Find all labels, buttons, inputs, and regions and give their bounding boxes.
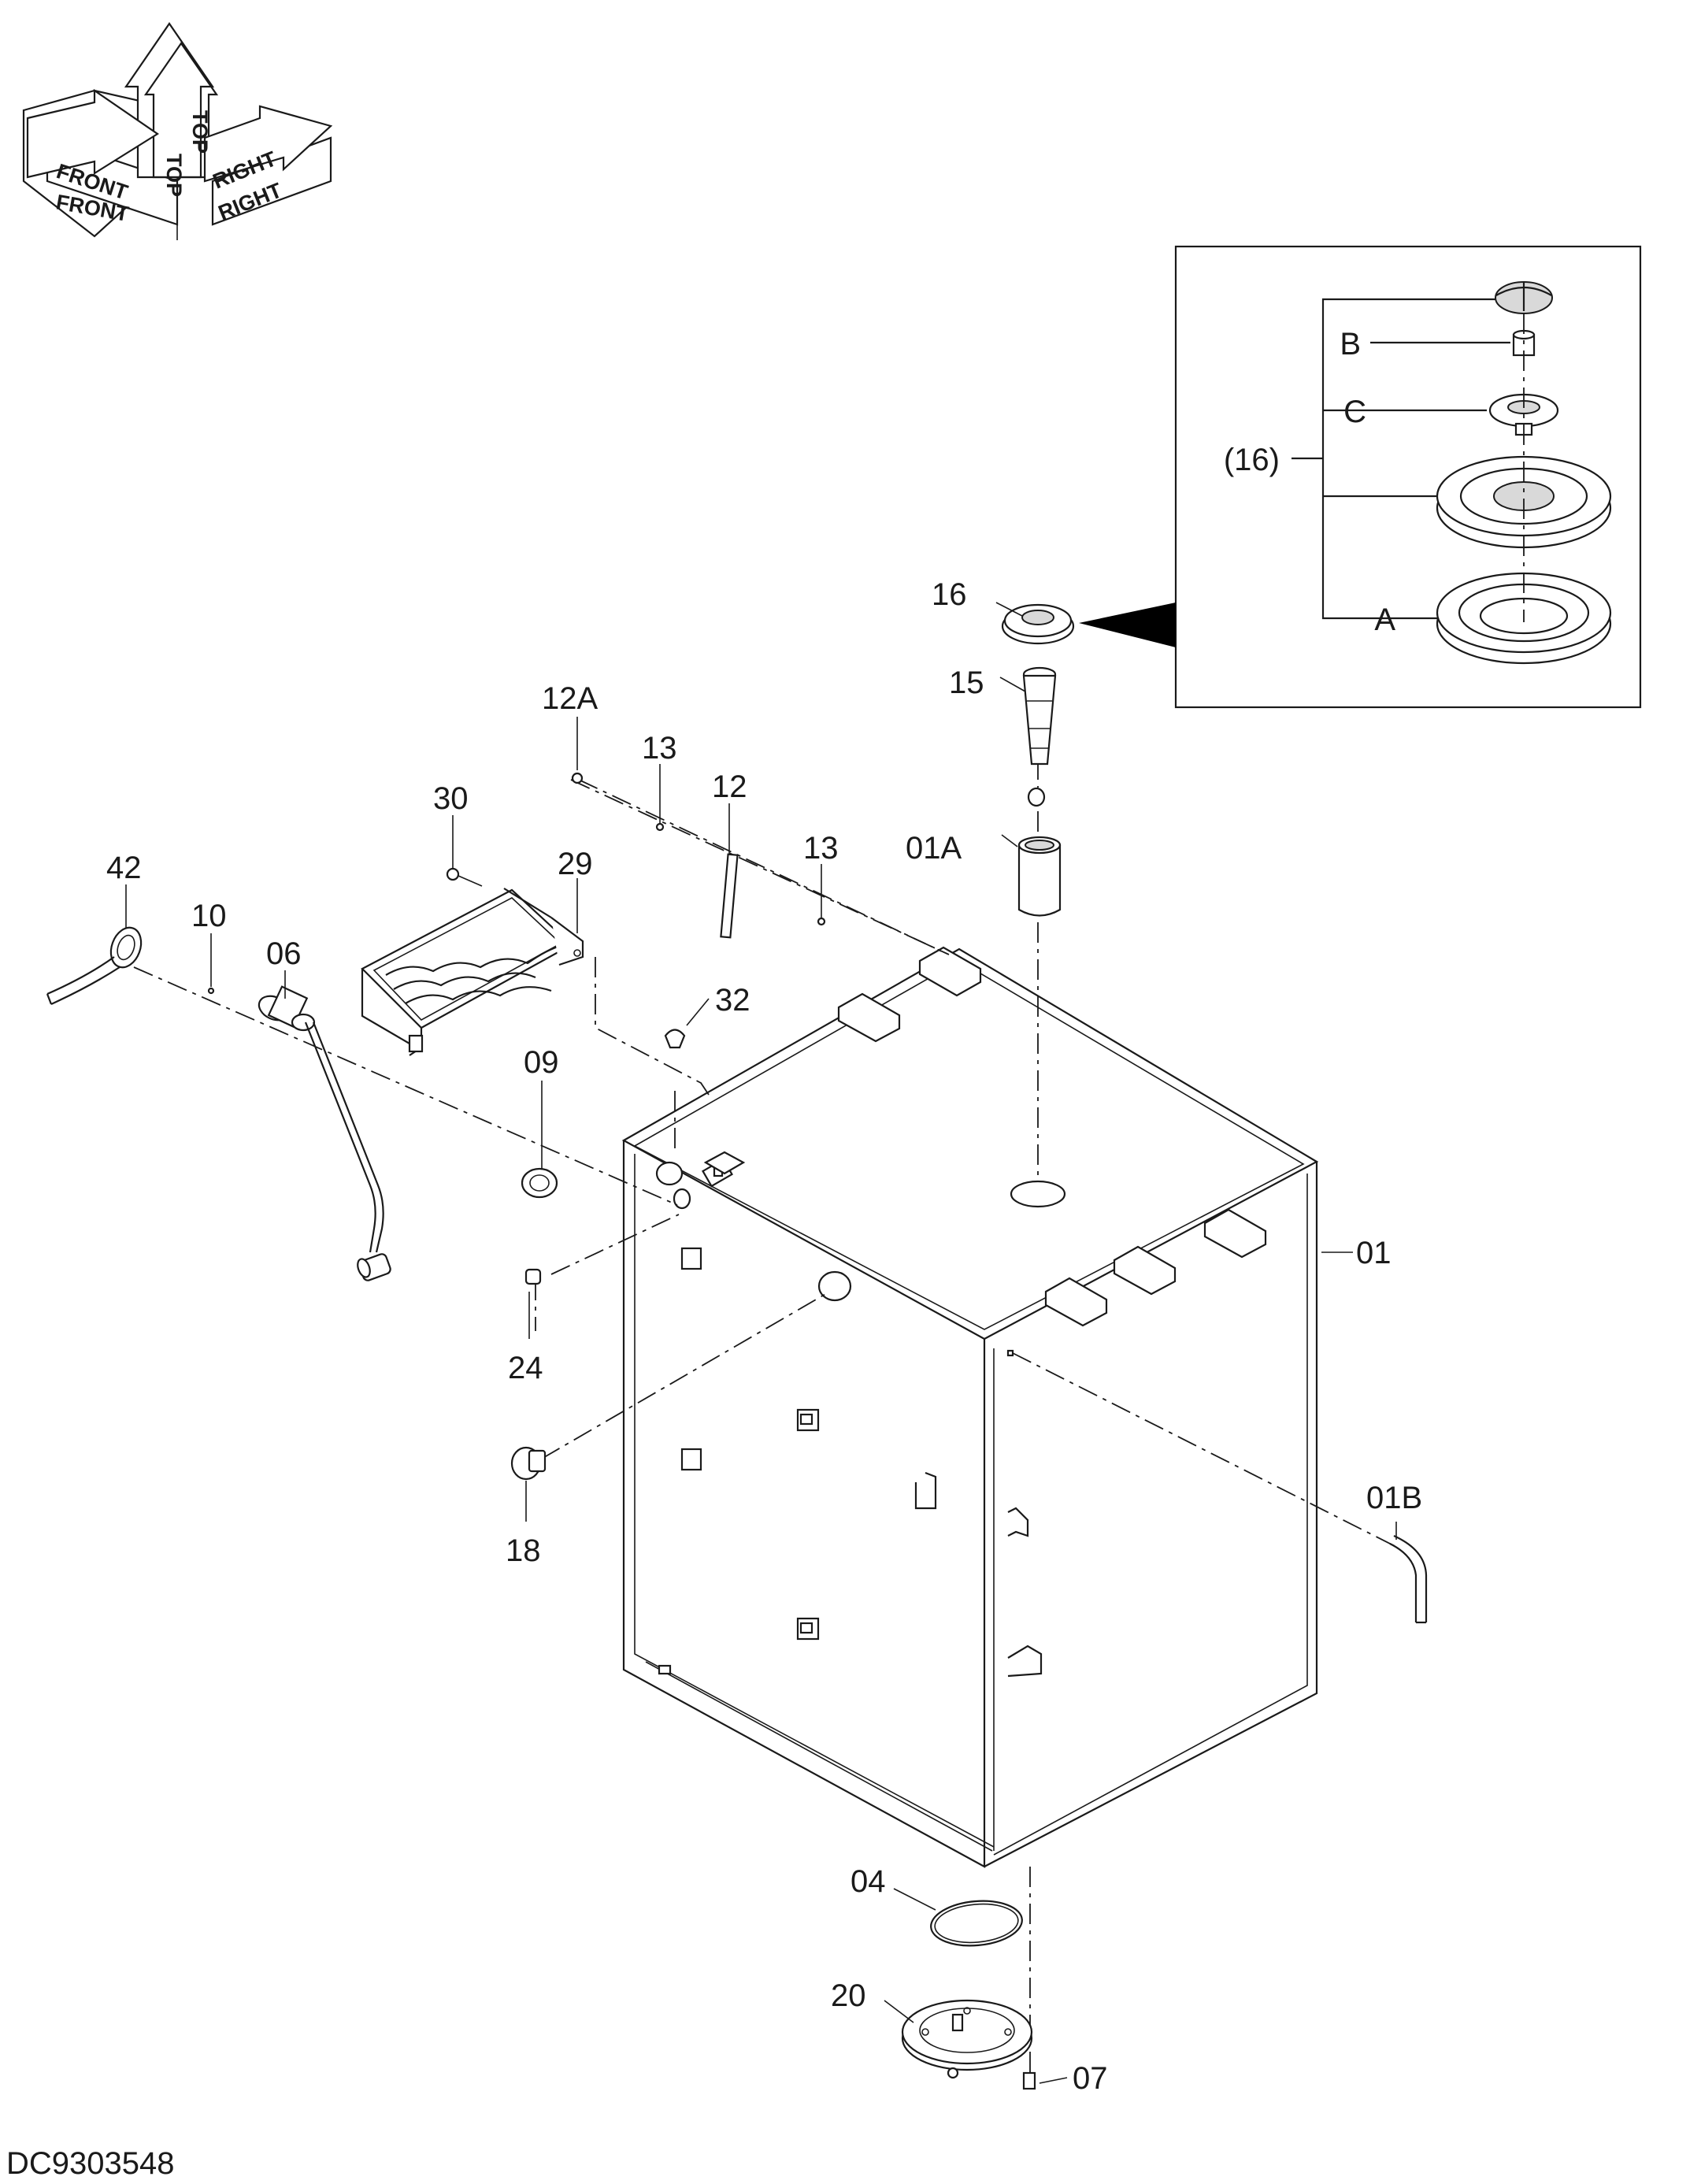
detail-inset-16: B C (16) A bbox=[1079, 245, 1642, 709]
label-01: 01 bbox=[1356, 1236, 1392, 1270]
label-07: 07 bbox=[1073, 2061, 1108, 2096]
part-06-sender bbox=[258, 985, 391, 1281]
label-15: 15 bbox=[949, 666, 984, 700]
part-labels: 16 15 01A 12A 13 12 13 30 29 42 10 06 32… bbox=[106, 577, 1422, 2096]
label-20: 20 bbox=[831, 1978, 866, 2013]
detail-pointer bbox=[1079, 603, 1176, 647]
part-10-dot bbox=[207, 987, 215, 995]
part-18-plug bbox=[510, 1446, 547, 1481]
label-24: 24 bbox=[508, 1351, 543, 1385]
label-16: 16 bbox=[932, 577, 967, 612]
part-15-strainer bbox=[1022, 666, 1057, 807]
leader-lines bbox=[125, 602, 1397, 2084]
label-09: 09 bbox=[524, 1045, 559, 1080]
label-10: 10 bbox=[191, 899, 227, 933]
detail-label-group: (16) bbox=[1224, 443, 1280, 477]
label-13a: 13 bbox=[642, 731, 677, 766]
label-30: 30 bbox=[433, 781, 469, 816]
part-16-cap bbox=[1001, 603, 1075, 645]
detail-label-b: B bbox=[1340, 327, 1361, 362]
label-01b: 01B bbox=[1366, 1481, 1422, 1515]
part-01b-pipe bbox=[1389, 1534, 1428, 1624]
part-20-cover bbox=[901, 1999, 1033, 2079]
label-12: 12 bbox=[712, 769, 747, 804]
label-12a: 12A bbox=[542, 681, 598, 716]
part-24-fitting bbox=[524, 1268, 542, 1285]
part-29-step bbox=[361, 867, 584, 1056]
label-04: 04 bbox=[850, 1864, 886, 1899]
part-32-plug bbox=[664, 1029, 686, 1049]
part-01a-neck bbox=[1017, 836, 1062, 917]
label-06: 06 bbox=[266, 936, 302, 971]
part-42-hose bbox=[46, 926, 143, 1005]
center-lines bbox=[133, 621, 1399, 2075]
part-12-rod bbox=[571, 772, 946, 954]
label-18: 18 bbox=[506, 1533, 541, 1568]
label-29: 29 bbox=[558, 847, 593, 881]
fuel-tank bbox=[621, 946, 1319, 1868]
part-09-ring bbox=[521, 1167, 558, 1199]
part-04-gasket bbox=[930, 1900, 1023, 1947]
drawing-id: DC9303548 bbox=[6, 2146, 175, 2181]
orientation-symbol: FRONT TOP RIGHT FRONT RIGHT TOP bbox=[22, 22, 333, 240]
orientation-top-label: TOP bbox=[162, 154, 186, 197]
orientation-top-label-2: TOP bbox=[188, 110, 212, 154]
label-32: 32 bbox=[715, 983, 750, 1018]
label-42: 42 bbox=[106, 851, 142, 885]
detail-label-c: C bbox=[1343, 395, 1366, 429]
part-07-bolt bbox=[1022, 2071, 1036, 2090]
label-01a: 01A bbox=[906, 831, 962, 866]
detail-label-a: A bbox=[1374, 603, 1395, 637]
label-13b: 13 bbox=[803, 831, 839, 866]
